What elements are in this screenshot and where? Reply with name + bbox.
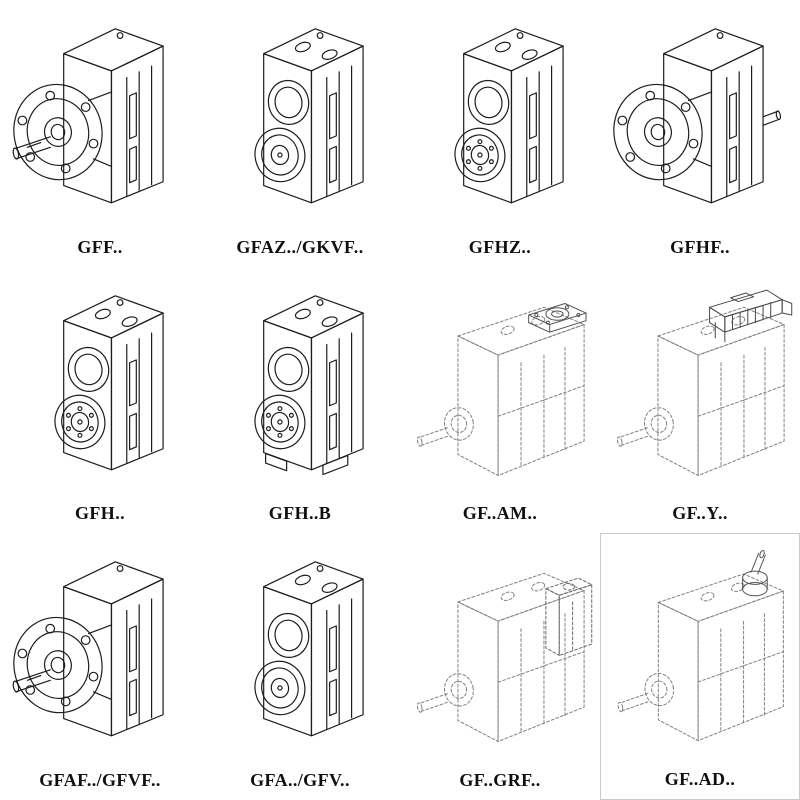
gearbox-bores-drawing [249, 28, 364, 204]
gearbox-bores-drawing [249, 561, 364, 737]
model-label-gfaz-gkvf: GFAZ../GKVF.. [236, 236, 364, 257]
model-label-gfa-gfv: GFA../GFV.. [250, 769, 350, 790]
gearbox-hollow-bores-drawing [449, 28, 564, 204]
gearbox-motor-adapter-drawing [416, 302, 587, 476]
gearbox-hollow-foot-drawing [249, 294, 364, 475]
catalog-cell-gf-y: GF..Y.. [600, 267, 800, 534]
catalog-cell-gfh: GFH.. [0, 267, 200, 534]
model-label-gfhf: GFHF.. [670, 236, 730, 257]
catalog-cell-gf-ad: GF..AD.. [600, 533, 800, 800]
catalog-cell-gff: GFF.. [0, 0, 200, 267]
catalog-cell-gfh-b: GFH..B [200, 267, 400, 534]
gearbox-flange-shaft-drawing [4, 28, 164, 204]
model-label-gff: GFF.. [77, 236, 123, 257]
model-label-gfaf-gfvf: GFAF../GFVF.. [39, 769, 161, 790]
catalog-cell-gfaf-gfvf: GFAF../GFVF.. [0, 533, 200, 800]
catalog-cell-gfhz: GFHZ.. [400, 0, 600, 267]
model-label-gf-grf: GF..GRF.. [459, 769, 541, 790]
model-label-gfhz: GFHZ.. [468, 236, 532, 257]
catalog-cell-gf-am: GF..AM.. [400, 267, 600, 534]
gearbox-flange-shaft-drawing [4, 561, 164, 737]
catalog-cell-gfa-gfv: GFA../GFV.. [200, 533, 400, 800]
model-label-gf-am: GF..AM.. [462, 503, 538, 524]
catalog-cell-gfaz-gkvf: GFAZ../GKVF.. [200, 0, 400, 267]
model-label-gf-ad: GF..AD.. [664, 768, 736, 789]
model-label-gfh: GFH.. [75, 503, 125, 524]
catalog-cell-gf-grf: GF..GRF.. [400, 533, 600, 800]
gearbox-flange-hollow-drawing [604, 28, 782, 204]
catalog-cell-gfhf: GFHF.. [600, 0, 800, 267]
model-label-gfh-b: GFH..B [268, 503, 332, 524]
model-label-gf-y: GF..Y.. [672, 503, 728, 524]
gearbox-primary-unit-drawing [416, 573, 593, 743]
gearbox-input-adapter-drawing [616, 549, 784, 742]
gearbox-with-motor-drawing [616, 289, 793, 476]
gearbox-hollow-drawing [49, 294, 164, 471]
